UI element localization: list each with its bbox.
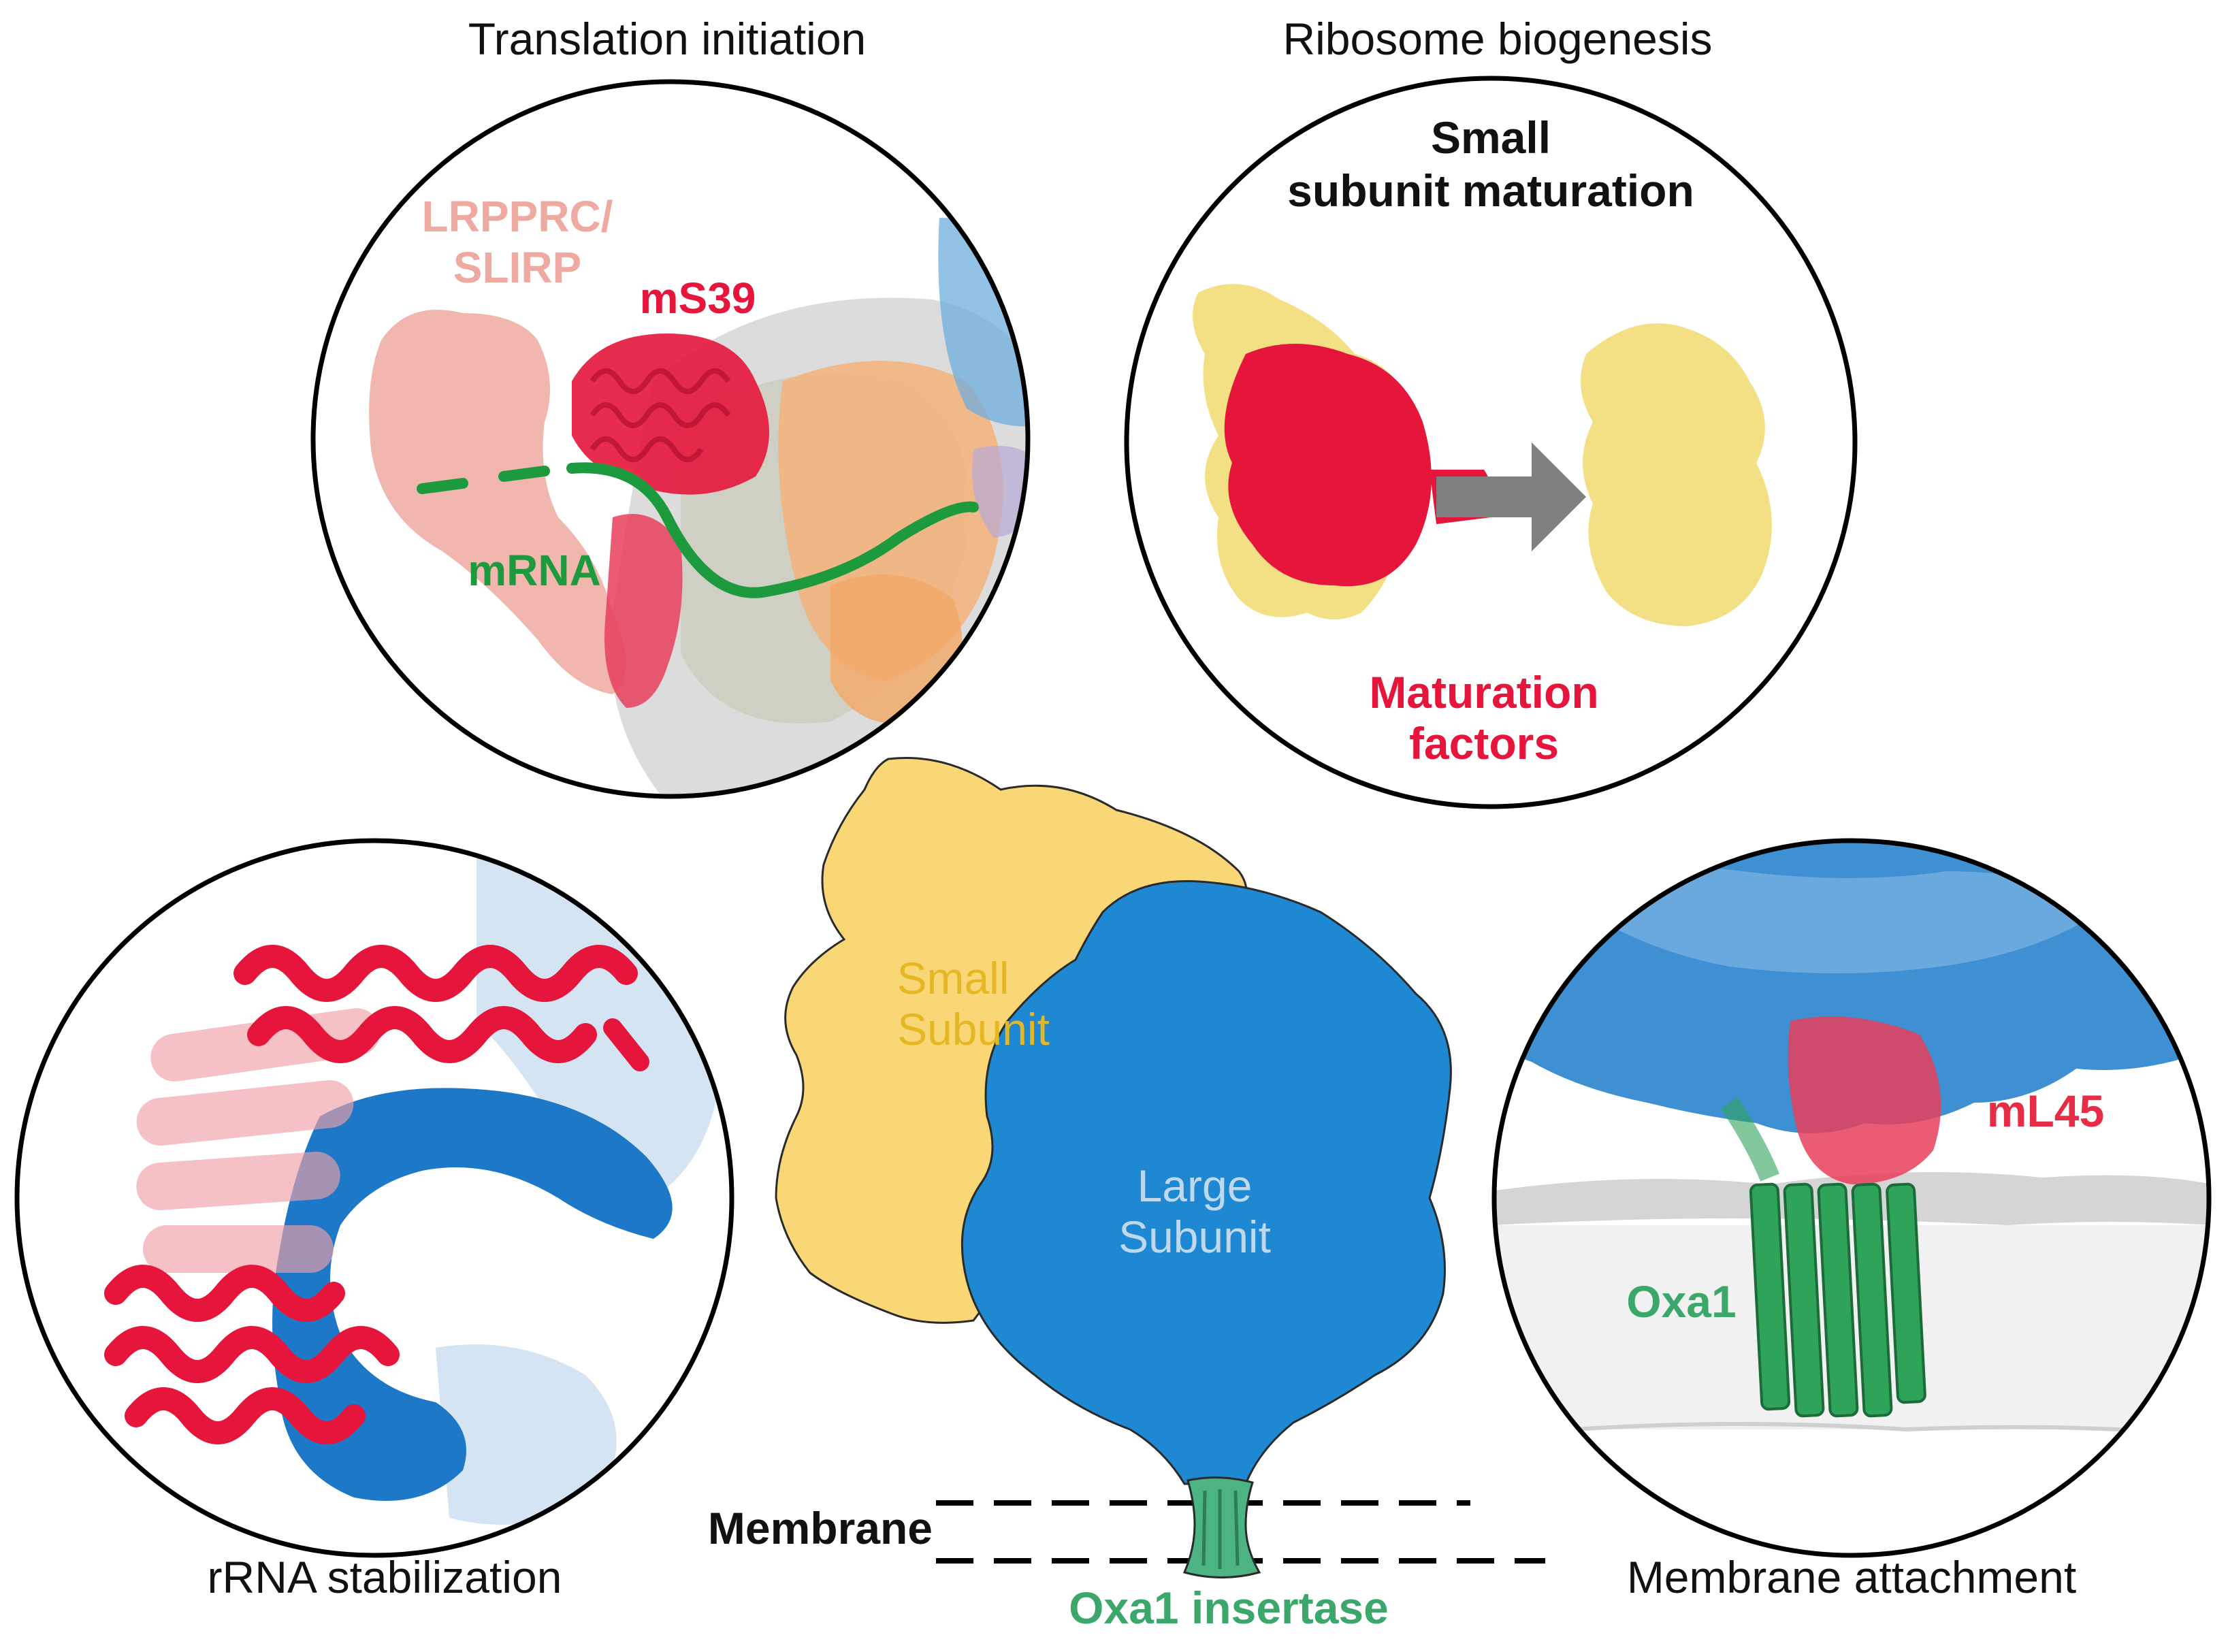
center-ribosome-diagram: Small Subunit Large Subunit Membrane Oxa…	[708, 756, 1545, 1633]
rrna-stabilization-circle	[14, 838, 734, 1558]
ml45-label: mL45	[1987, 1086, 2104, 1136]
large-subunit-label-2: Subunit	[1118, 1212, 1271, 1262]
membrane-attachment-title: Membrane attachment	[1627, 1552, 2076, 1602]
translation-initiation-panel: Translation initiation LRPPRC/ SLIRP mS3…	[310, 14, 1031, 799]
maturation-factors-label-2: factors	[1409, 718, 1559, 768]
small-subunit-label-1: Small	[897, 953, 1009, 1003]
slirp-label: SLIRP	[453, 243, 581, 292]
membrane-label: Membrane	[708, 1503, 933, 1553]
rrna-stabilization-structure	[104, 855, 722, 1525]
small-subunit-maturation-heading-2: subunit maturation	[1287, 165, 1694, 216]
ribosome-biogenesis-circle	[1124, 76, 1858, 809]
large-subunit-label-1: Large	[1137, 1161, 1253, 1211]
translation-initiation-circle	[310, 79, 1031, 799]
translation-initiation-title: Translation initiation	[468, 14, 867, 64]
translation-initiation-structure	[369, 218, 1028, 796]
oxa1-insertase-shape	[1182, 1476, 1261, 1578]
rrna-stabilization-title: rRNA stabilization	[208, 1552, 562, 1602]
membrane-attachment-panel: Membrane attachment mL45 Oxa1	[1491, 838, 2212, 1602]
mrna-label: mRNA	[468, 546, 601, 595]
large-subunit-shape	[960, 880, 1452, 1485]
small-subunit-maturation-heading-1: Small	[1431, 112, 1551, 163]
ribosome-biogenesis-title: Ribosome biogenesis	[1282, 14, 1712, 64]
ribosome-biogenesis-structure	[1193, 284, 1772, 626]
ribosome-biogenesis-panel: Ribosome biogenesis Small subunit matura…	[1124, 14, 1858, 809]
membrane-attachment-structure	[1494, 841, 2209, 1438]
maturation-factors-label-1: Maturation	[1369, 667, 1598, 717]
rrna-stabilization-panel: rRNA stabilization	[14, 838, 734, 1602]
lrpprc-label: LRPPRC/	[422, 192, 613, 241]
membrane-attachment-circle	[1491, 838, 2212, 1558]
small-subunit-label-2: Subunit	[897, 1004, 1050, 1054]
ms39-label: mS39	[640, 274, 756, 323]
maturation-arrow-icon	[1436, 442, 1586, 551]
oxa1-insertase-label: Oxa1 insertase	[1069, 1583, 1389, 1633]
oxa1-label: Oxa1	[1626, 1276, 1736, 1327]
